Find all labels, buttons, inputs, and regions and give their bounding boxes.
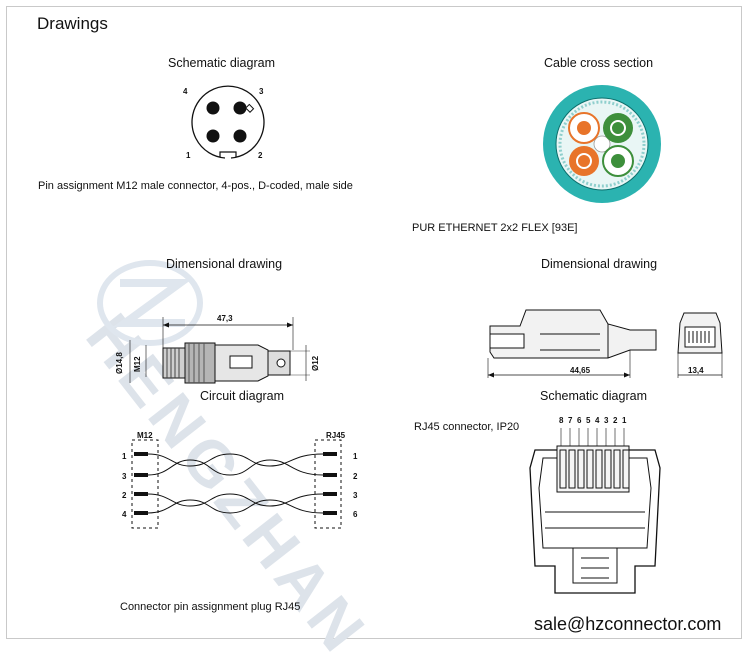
page-title: Drawings bbox=[37, 14, 108, 33]
circuit-left-pin-1: 1 bbox=[122, 452, 127, 461]
watermark-logo bbox=[97, 260, 203, 346]
m12-length-label: 47,3 bbox=[217, 314, 233, 323]
circuit-title: Circuit diagram bbox=[200, 389, 285, 403]
m12-pin-2-label: 2 bbox=[258, 151, 263, 160]
circuit-left-label: M12 bbox=[137, 431, 153, 440]
rj45-schematic-caption: RJ45 connector, IP20 bbox=[414, 421, 520, 433]
rj45-schematic-title: Schematic diagram bbox=[540, 389, 647, 403]
m12-schematic-caption: Pin assignment M12 male connector, 4-pos… bbox=[38, 180, 353, 192]
cable-section-title: Cable cross section bbox=[544, 56, 654, 70]
m12-dia1-label: Ø14,8 bbox=[115, 352, 124, 374]
rj45-pin-7: 7 bbox=[568, 416, 573, 425]
circuit-right-pin-2: 2 bbox=[353, 472, 358, 481]
cable-caption: PUR ETHERNET 2x2 FLEX [93E] bbox=[412, 222, 578, 234]
m12-thread-label: M12 bbox=[133, 356, 142, 372]
m12-pin-face bbox=[191, 85, 265, 159]
rj45-width-label: 13,4 bbox=[688, 366, 704, 375]
m12-dia2-label: Ø12 bbox=[311, 355, 320, 371]
circuit-diagram bbox=[131, 439, 342, 529]
cable-cross-section bbox=[543, 85, 661, 203]
m12-dimensional-drawing bbox=[129, 317, 310, 384]
circuit-right-pin-3: 3 bbox=[353, 491, 358, 500]
circuit-right-pin-6: 6 bbox=[353, 510, 358, 519]
circuit-right-label: RJ45 bbox=[326, 431, 346, 440]
rj45-schematic-drawing bbox=[529, 428, 661, 594]
m12-schematic-title: Schematic diagram bbox=[168, 56, 275, 70]
m12-pin-3-label: 3 bbox=[259, 87, 264, 96]
rj45-pin-6: 6 bbox=[577, 416, 582, 425]
rj45-dimensional-title: Dimensional drawing bbox=[541, 257, 658, 271]
circuit-left-pin-2: 2 bbox=[122, 491, 127, 500]
circuit-left-pin-4: 4 bbox=[122, 510, 127, 519]
rj45-pin-3: 3 bbox=[604, 416, 609, 425]
circuit-left-pin-3: 3 bbox=[122, 472, 127, 481]
rj45-pin-4: 4 bbox=[595, 416, 600, 425]
circuit-caption: Connector pin assignment plug RJ45 bbox=[120, 601, 301, 613]
rj45-pin-2: 2 bbox=[613, 416, 618, 425]
rj45-pin-8: 8 bbox=[559, 416, 564, 425]
rj45-front-drawing bbox=[677, 312, 723, 378]
rj45-pin-5: 5 bbox=[586, 416, 591, 425]
m12-pin-4-label: 4 bbox=[183, 87, 188, 96]
drawing-frame bbox=[6, 6, 742, 639]
rj45-side-drawing bbox=[487, 309, 657, 378]
m12-pin-1-label: 1 bbox=[186, 151, 191, 160]
circuit-right-pin-1: 1 bbox=[353, 452, 358, 461]
rj45-length-label: 44,65 bbox=[570, 366, 591, 375]
rj45-pin-1: 1 bbox=[622, 416, 627, 425]
m12-dimensional-title: Dimensional drawing bbox=[166, 257, 283, 271]
footer-email-link[interactable]: sale@hzconnector.com bbox=[534, 614, 722, 634]
